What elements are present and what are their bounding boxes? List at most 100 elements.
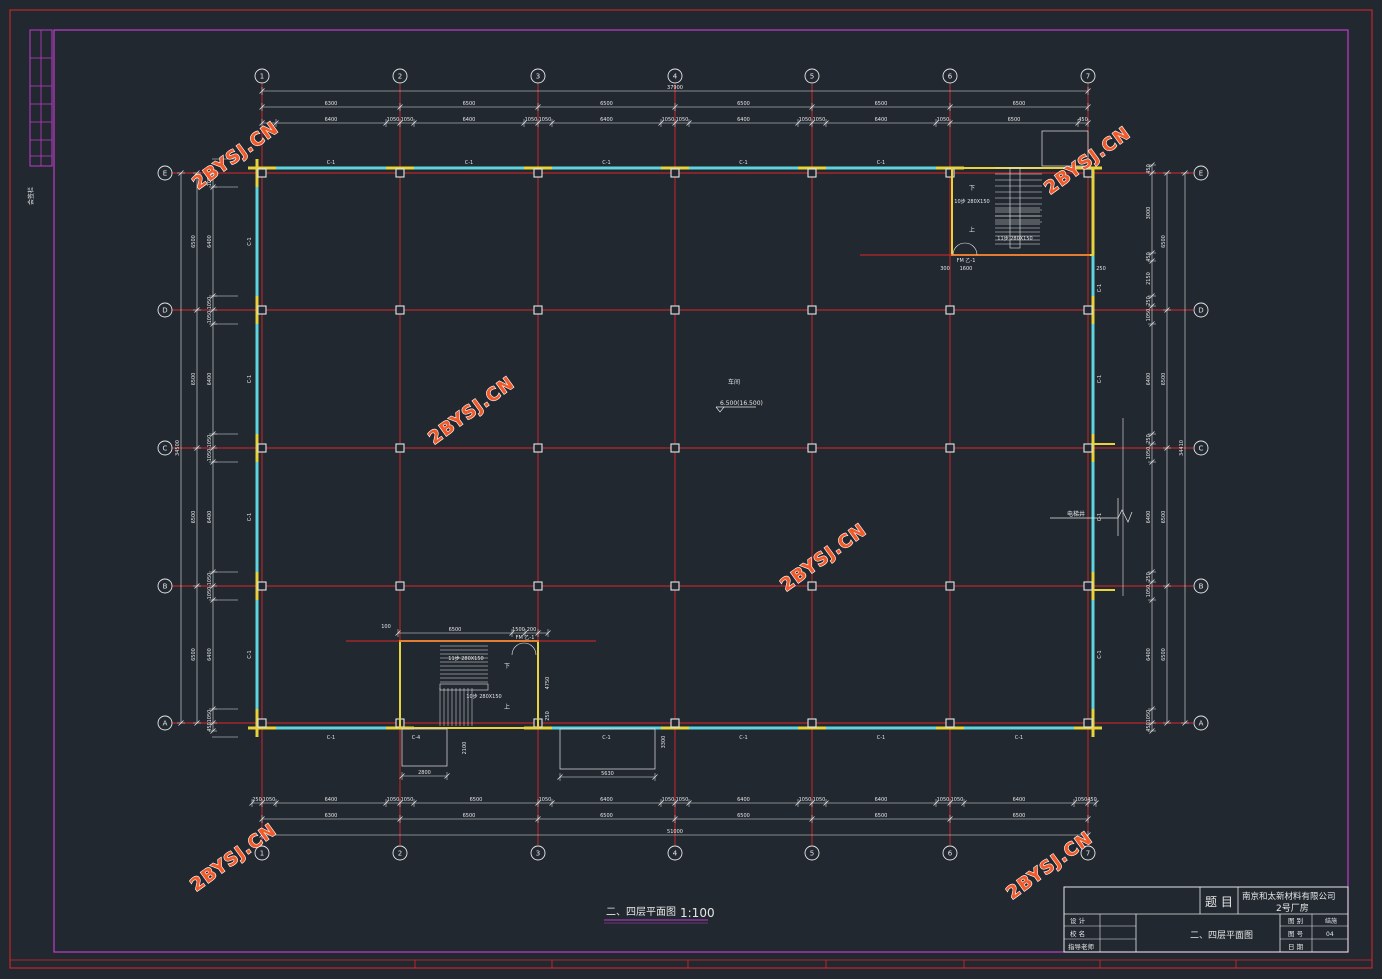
axis-bubble-bottom-4 [667, 845, 683, 861]
axis-bubble-bottom-4-label: 4 [673, 850, 678, 858]
dim-canopy-b-value: 5630 [601, 771, 614, 777]
column [670, 168, 680, 178]
window-tag-c4: C-4 [412, 735, 420, 741]
column [257, 305, 267, 315]
dim-bottom-detail-value: 6400 [875, 797, 888, 803]
stair-sw-dim: 4750 [545, 677, 551, 690]
dim-left-detail-value: 450 [207, 722, 213, 732]
stair-ne-dim: 300 [940, 266, 950, 272]
elevator-note-text: 电梯井 [1067, 510, 1085, 518]
dim-top-spans-value: 6500 [875, 101, 888, 107]
column [945, 443, 955, 453]
dim-top-detail-value: 1050 [662, 117, 675, 123]
dim-left-detail-value: 1050 [207, 587, 213, 600]
row-2-left: 指导老师 [1068, 942, 1095, 951]
stair-sw-dim: 2100 [462, 742, 468, 755]
stair-ne-up: 上 [969, 226, 975, 234]
watermark: 2BYSJ.CN [425, 373, 519, 449]
axis-grid-layer [172, 84, 1193, 845]
dim-top-detail-value: 6500 [1008, 117, 1021, 123]
axis-bubble-left-D-label: D [162, 307, 167, 315]
axis-bubble-top-1-label: 1 [260, 73, 264, 81]
dim-left-detail-value: 6400 [207, 648, 213, 661]
dim-top-detail-value: 1050 [401, 117, 414, 123]
column [945, 305, 955, 315]
axis-bubble-top-7-label: 7 [1086, 73, 1090, 81]
dim-right-detail-value: 1050 [1146, 585, 1152, 598]
dim-right-spans-value: 6500 [1161, 373, 1167, 386]
column [395, 581, 405, 591]
dim-bottom-spans-value: 6500 [1013, 813, 1026, 819]
dim-right-detail-value: 6400 [1146, 648, 1152, 661]
dim-top-total-value: 37900 [667, 85, 683, 91]
entrance-canopy-b [559, 728, 656, 770]
countersign-block: 会签栏 [27, 29, 53, 205]
dim-top-detail-value: 6400 [875, 117, 888, 123]
axis-bubble-left-B-label: B [163, 583, 168, 591]
dim-right-spans-value: 6500 [1161, 235, 1167, 248]
dim-top-detail-value: 1050 [813, 117, 826, 123]
column [395, 305, 405, 315]
row-1-left: 校 名 [1070, 929, 1085, 938]
axis-bubble-bottom-6-label: 6 [948, 850, 953, 858]
axis-bubble-right-B-label: B [1199, 583, 1204, 591]
stair-sw-dim: 250 [545, 711, 551, 721]
bottom-strip [10, 959, 1372, 968]
column [1083, 718, 1093, 728]
axis-bubble-left-A [157, 715, 173, 731]
window-tag-top: C-1 [739, 160, 747, 166]
dim-bottom-detail-value: 6400 [600, 797, 613, 803]
dim-left-detail-value: 1050 [207, 311, 213, 324]
countersign-label: 会签栏 [27, 187, 35, 205]
dim-left-detail-value: 1050 [207, 573, 213, 586]
dim-bottom-total-value: 51000 [667, 829, 683, 835]
dim-left-detail-value: 6400 [207, 235, 213, 248]
stair-sw-door [523, 642, 537, 656]
dim-top-detail-value: 6400 [463, 117, 476, 123]
title-label: 题 目 [1205, 895, 1233, 909]
row-1-right-value: 04 [1326, 931, 1334, 938]
stair-ne-door-tag: FM 乙-1 [957, 257, 976, 264]
dim-left-spans-value: 6500 [191, 511, 197, 524]
column [533, 168, 543, 178]
stair-ne-note-a: 10步 280X150 [954, 199, 989, 205]
dim-left-detail-value: 6400 [207, 373, 213, 386]
dim-bottom-detail-value: 6400 [1013, 797, 1026, 803]
column [670, 718, 680, 728]
column [1083, 443, 1093, 453]
stair-ne-door [952, 242, 966, 256]
axis-bubble-right-D-label: D [1198, 307, 1203, 315]
axis-bubble-bottom-2-label: 2 [398, 850, 402, 858]
column [395, 443, 405, 453]
stair-ne-dim: 250 [1096, 266, 1106, 272]
drawing-caption: 二、四层平面图 [606, 906, 676, 918]
column [670, 581, 680, 591]
dim-bottom-detail-value: 6400 [325, 797, 338, 803]
dim-stair-sw-top-value: 1500 [512, 627, 525, 633]
stair-sw-dim: 100 [381, 624, 391, 630]
dim-left-detail-value: 1050 [207, 174, 213, 187]
column [670, 305, 680, 315]
dim-bottom-spans-value: 6500 [875, 813, 888, 819]
dim-right-detail-value: 450 [1146, 722, 1152, 732]
column [945, 581, 955, 591]
dim-left-detail-value: 1050 [207, 710, 213, 723]
axis-bubble-left-B [157, 578, 173, 594]
dim-right-detail-value: 450 [1146, 164, 1152, 174]
title-block: 题 目 南京和太新材料有限公司 2号厂房 二、四层平面图 设 计 校 名 指导老… [1063, 886, 1349, 953]
axis-bubble-top-5-label: 5 [810, 73, 814, 81]
axis-bubble-right-C [1193, 440, 1209, 456]
axis-bubble-top-5 [804, 68, 820, 84]
axis-bubble-bottom-7-label: 7 [1086, 850, 1090, 858]
dim-bottom-detail-value: 1050 [1075, 797, 1088, 803]
dim-left-total-value: 34500 [175, 440, 181, 456]
axis-bubble-top-7 [1080, 68, 1096, 84]
window-tag-top: C-1 [602, 160, 610, 166]
column [257, 718, 267, 728]
axis-bubble-left-D [157, 302, 173, 318]
dim-top-spans-value: 6300 [325, 101, 338, 107]
row-2-right-label: 日 期 [1288, 943, 1304, 951]
axis-bubble-top-6-label: 6 [948, 73, 953, 81]
